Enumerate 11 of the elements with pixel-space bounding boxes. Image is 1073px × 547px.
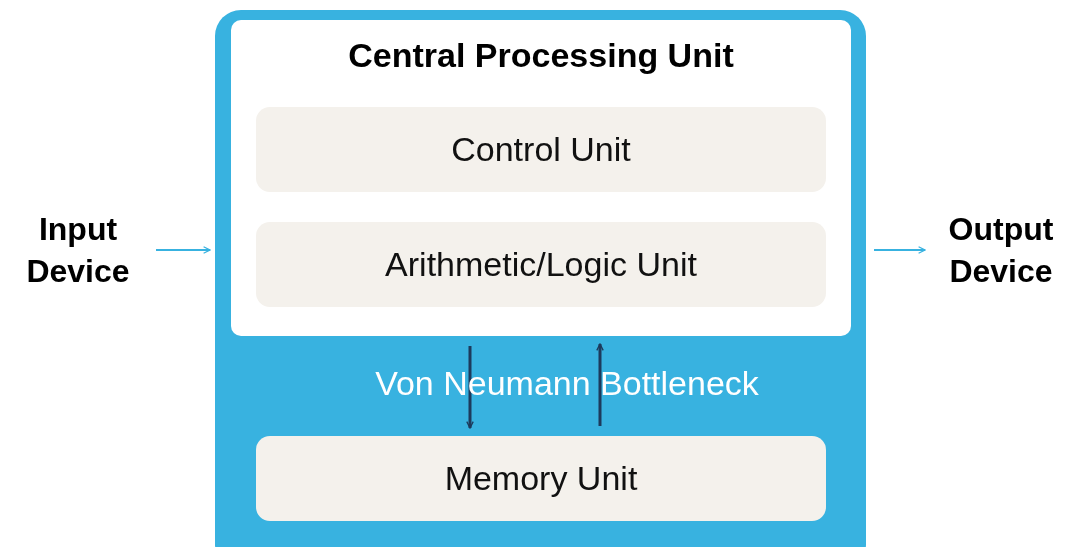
unit-label: Memory Unit: [444, 458, 638, 500]
unit-label: Arithmetic/Logic Unit: [385, 244, 697, 286]
arrow: [155, 246, 211, 254]
arrow: [596, 343, 604, 426]
arrow: [873, 246, 926, 254]
box-title: Central Processing Unit: [347, 35, 735, 76]
container-box: [215, 10, 866, 547]
cpu-box: [231, 20, 851, 336]
unit-label: Control Unit: [451, 129, 631, 171]
unit-label: Input Device: [25, 210, 131, 291]
unit-label: Output Device: [947, 210, 1055, 291]
